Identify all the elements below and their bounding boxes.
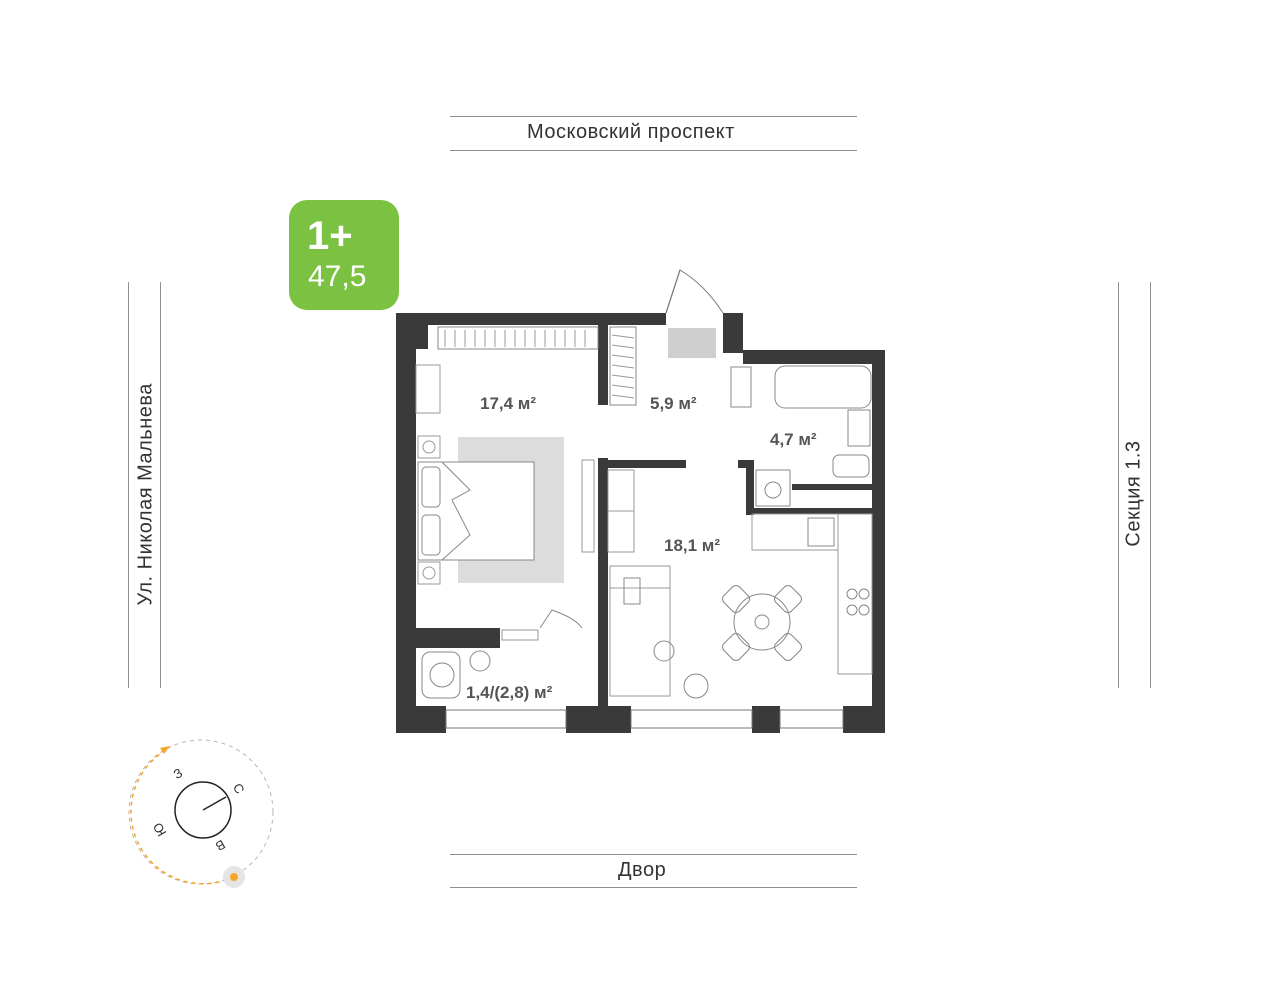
bottom-street-label: Двор (618, 859, 667, 881)
room-area-living: 18,1 м² (664, 536, 721, 555)
room-area-bedroom: 17,4 м² (480, 394, 537, 413)
left-street-line-inner (160, 282, 161, 688)
top-street-line-upper (450, 116, 857, 117)
room-area-balcony: 1,4/(2,8) м² (466, 683, 553, 702)
right-street-line-outer (1150, 282, 1151, 688)
badge-rooms: 1+ (307, 214, 353, 258)
bottom-street-line-lower (450, 887, 857, 888)
right-street-line-inner (1118, 282, 1119, 688)
room-area-hall: 5,9 м² (650, 394, 697, 413)
walls (396, 313, 885, 733)
top-street-label: Московский проспект (527, 121, 735, 143)
apartment-badge: 1+ 47,5 (289, 200, 399, 310)
room-area-bathroom: 4,7 м² (770, 430, 817, 449)
top-street-line-lower (450, 150, 857, 151)
left-street-line-outer (128, 282, 129, 688)
badge-area: 47,5 (308, 260, 367, 293)
sun-icon (223, 866, 245, 888)
bottom-street-line-upper (450, 854, 857, 855)
